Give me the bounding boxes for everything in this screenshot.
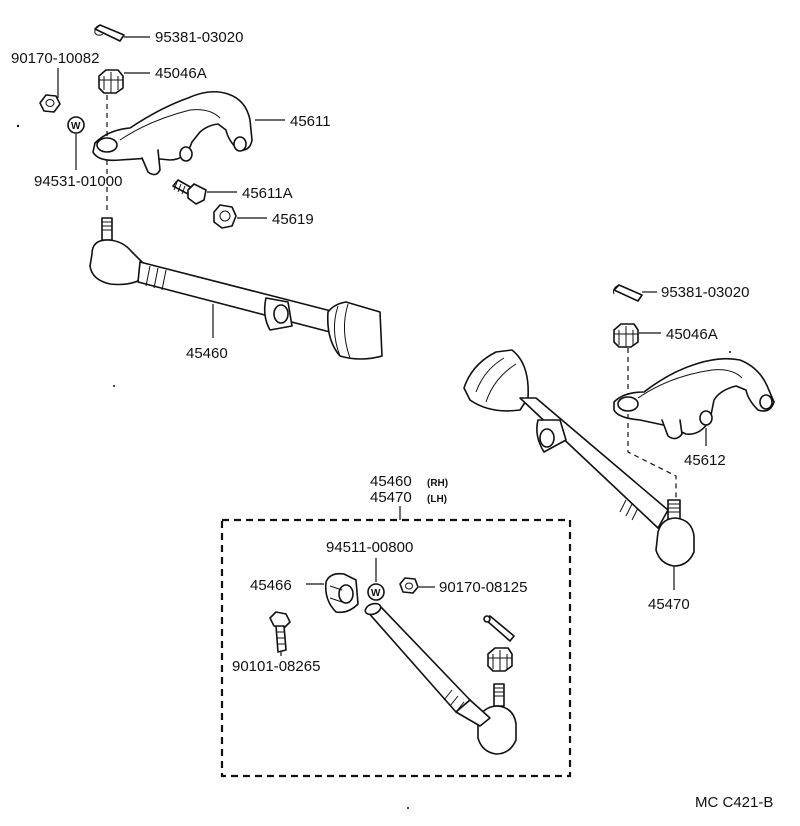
tie-rod-upper (89, 217, 383, 360)
label-nut-box: 90170-08125 (439, 579, 527, 596)
cotter-pin-right (613, 284, 643, 302)
label-nut-upper: 90170-10082 (11, 50, 99, 67)
label-bolt-upper: 45611A (242, 185, 293, 202)
cotter-pin-upper (94, 24, 150, 42)
label-idler-arm-upper: 45611 (290, 113, 331, 130)
label-castle-nut-upper: 45046A (155, 65, 207, 82)
assembly-box (220, 518, 572, 778)
label-washer-box: 94511-00800 (326, 539, 413, 556)
label-cotter-pin-right: 95381-03020 (661, 284, 749, 301)
castle-nut-upper (98, 69, 150, 94)
label-tie-rod-upper: 45460 (186, 345, 228, 362)
label-cotter-pin-upper: 95381-03020 (155, 29, 243, 46)
idler-arm-right (613, 357, 775, 440)
bolt-box (269, 611, 291, 653)
label-clamp-box: 45466 (250, 577, 292, 594)
washer-box: W (367, 583, 385, 601)
hex-nut-upper (39, 94, 61, 113)
castle-nut-box (487, 647, 513, 672)
tie-rod-right (463, 349, 695, 567)
label-tie-rod-right: 45470 (648, 596, 690, 613)
label-washer-upper: 94531-01000 (34, 173, 122, 190)
label-assembly-rh-part: 45460 (370, 473, 412, 490)
cotter-pin-box (483, 615, 515, 642)
label-castle-nut-right: 45046A (666, 326, 718, 343)
label-cap-nut: 45619 (272, 211, 314, 228)
label-bolt-box: 90101-08265 (232, 658, 320, 675)
cap-nut (213, 204, 237, 229)
washer-upper-mark: W (71, 121, 81, 132)
bolt-upper (172, 179, 207, 205)
label-assembly-lh-tag: (LH) (427, 494, 447, 505)
nut-box (399, 577, 419, 594)
label-idler-arm-right: 45612 (684, 452, 726, 469)
label-assembly-rh-tag: (RH) (427, 478, 448, 489)
tie-rod-box (364, 602, 517, 755)
washer-box-mark: W (371, 588, 381, 599)
dash-right-2 (627, 414, 677, 500)
clamp-box (324, 572, 359, 614)
castle-nut-right (613, 323, 639, 348)
label-assembly-lh-part: 45470 (370, 489, 412, 506)
washer-upper: W (67, 116, 85, 134)
idler-arm-upper (92, 90, 253, 176)
diagram-code: MC C421-B (695, 794, 773, 811)
